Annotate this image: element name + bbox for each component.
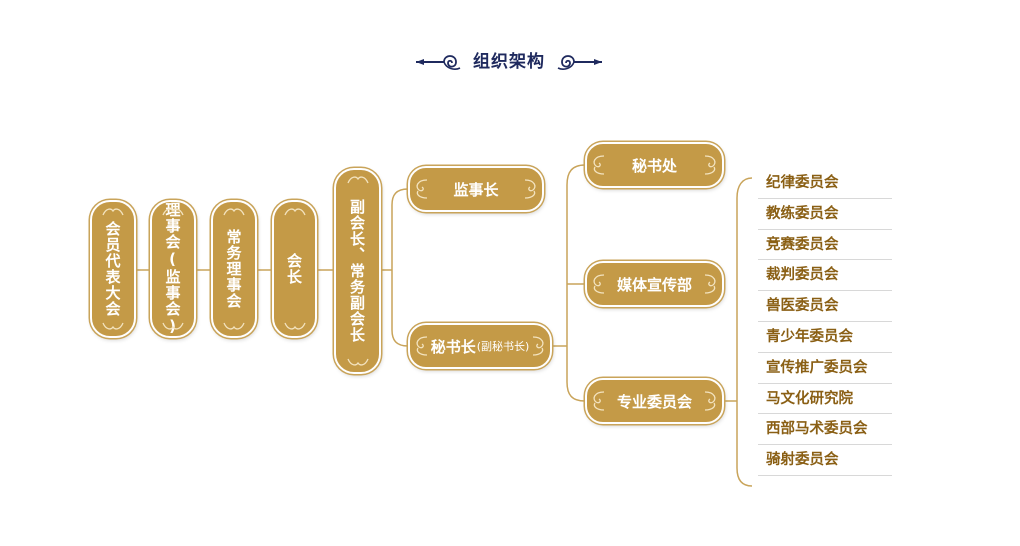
node-sublabel: (副秘书长) [476,340,530,353]
scroll-cap-icon [346,358,369,366]
committee-item: 兽医委员会 [758,291,892,322]
right-scroll-ornament-icon [557,55,602,70]
chain-node-label: 会长 [285,253,303,285]
scroll-curl-icon [704,274,716,294]
scroll-cap-icon [102,208,124,216]
chain-node-label: 常务理事会 [224,229,243,309]
node-special-committees: 专业委员会 [585,378,724,424]
committee-item: 西部马术委员会 [758,414,892,446]
chain-node-council: 理事会(监事会) [150,200,196,338]
committee-item: 纪律委员会 [758,168,892,199]
scroll-cap-icon [223,322,245,330]
node-media-department: 媒体宣传部 [585,261,724,307]
committee-list: 纪律委员会 教练委员会 竞赛委员会 裁判委员会 兽医委员会 青少年委员会 宣传推… [758,168,892,476]
chain-node-label: 理事会(监事会) [163,202,182,336]
scroll-curl-icon [593,391,605,411]
scroll-curl-icon [416,179,428,199]
committee-item: 裁判委员会 [758,260,892,292]
scroll-cap-icon [346,176,369,184]
committee-item: 竞赛委员会 [758,230,892,261]
chain-node-standing-council: 常务理事会 [211,200,257,338]
scroll-curl-icon [704,391,716,411]
chain-node-member-congress: 会员代表大会 [90,200,136,338]
scroll-curl-icon [416,336,428,356]
scroll-cap-icon [162,208,184,216]
chain-node-vice-presidents: 副会长、常务副会长 [334,168,381,374]
node-label: 秘书处 [631,156,677,175]
diagram-header: 组织架构 [0,44,1020,80]
scroll-curl-icon [593,155,605,175]
left-scroll-ornament-icon [416,55,461,70]
node-label: 秘书长 [430,337,476,356]
scroll-cap-icon [223,208,245,216]
node-secretariat: 秘书处 [585,142,724,188]
scroll-cap-icon [283,208,306,216]
committee-item: 骑射委员会 [758,445,892,476]
scroll-curl-icon [704,155,716,175]
node-label: 专业委员会 [616,392,692,411]
scroll-cap-icon [102,322,124,330]
diagram-title: 组织架构 [473,52,545,72]
scroll-curl-icon [532,336,544,356]
scroll-cap-icon [283,322,306,330]
node-secretary-general: 秘书长(副秘书长) [408,323,552,369]
committee-item: 马文化研究院 [758,384,892,415]
chain-node-president: 会长 [272,200,317,338]
scroll-curl-icon [524,179,536,199]
committee-item: 宣传推广委员会 [758,353,892,384]
scroll-curl-icon [593,274,605,294]
scroll-cap-icon [162,322,184,330]
chain-node-label: 会员代表大会 [103,221,122,317]
node-label: 监事长 [453,180,499,199]
node-supervisor: 监事长 [408,166,544,212]
committee-item: 教练委员会 [758,199,892,230]
chain-node-label: 副会长、常务副会长 [348,199,366,343]
node-label: 媒体宣传部 [616,275,692,294]
committee-item: 青少年委员会 [758,322,892,353]
